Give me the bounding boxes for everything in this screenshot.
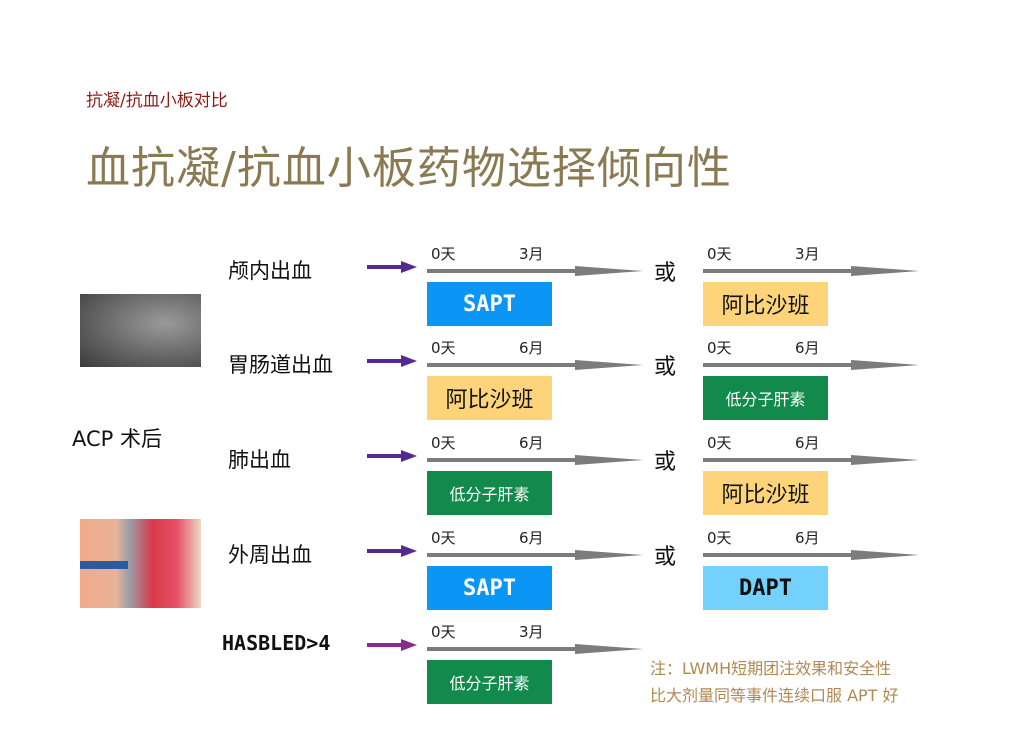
timeline-start-label: 0天 bbox=[707, 245, 732, 263]
pointer-arrow bbox=[367, 261, 417, 273]
timeline-start-label: 0天 bbox=[431, 623, 456, 641]
bleeding-type-label: 颅内出血 bbox=[228, 259, 312, 283]
bleeding-type-label: 外周出血 bbox=[228, 543, 312, 567]
pointer-arrow bbox=[367, 355, 417, 367]
drug-label: 低分子肝素 bbox=[725, 390, 806, 409]
drug-box: 阿比沙班 bbox=[703, 282, 828, 326]
timeline-arrow bbox=[427, 455, 643, 465]
slide-subtitle: 抗凝/抗血小板对比 bbox=[86, 91, 228, 111]
pointer-arrow bbox=[367, 639, 417, 651]
footnote-line-1: 注：LWMH短期团注效果和安全性 bbox=[650, 659, 892, 678]
timeline-arrow bbox=[703, 360, 919, 370]
drug-label: 低分子肝素 bbox=[449, 485, 530, 504]
timeline-arrow bbox=[427, 550, 643, 560]
drug-label: 阿比沙班 bbox=[445, 388, 534, 413]
slide-title: 血抗凝/抗血小板药物选择倾向性 bbox=[86, 143, 732, 194]
drug-label: DAPT bbox=[739, 575, 792, 601]
timeline-end-label: 6月 bbox=[795, 339, 820, 357]
timeline-arrow bbox=[703, 550, 919, 560]
footnote: 注：LWMH短期团注效果和安全性 比大剂量同等事件连续口服 APT 好 bbox=[650, 655, 899, 709]
angiography-image bbox=[80, 294, 201, 367]
timeline-arrow bbox=[427, 644, 643, 654]
side-label: ACP 术后 bbox=[72, 427, 162, 451]
timeline-end-label: 3月 bbox=[519, 245, 544, 263]
occluder-illustration bbox=[80, 519, 201, 608]
timeline-arrow bbox=[703, 455, 919, 465]
drug-label: SAPT bbox=[463, 575, 516, 601]
timeline-start-label: 0天 bbox=[707, 434, 732, 452]
timeline-arrow bbox=[703, 266, 919, 276]
timeline-end-label: 3月 bbox=[519, 623, 544, 641]
timeline-start-label: 0天 bbox=[707, 339, 732, 357]
timeline-start-label: 0天 bbox=[431, 245, 456, 263]
timeline-end-label: 3月 bbox=[795, 245, 820, 263]
drug-box: SAPT bbox=[427, 566, 552, 610]
timeline-end-label: 6月 bbox=[519, 339, 544, 357]
timeline-arrow bbox=[427, 266, 643, 276]
drug-box: 低分子肝素 bbox=[703, 376, 828, 420]
drug-label: 低分子肝素 bbox=[449, 674, 530, 693]
bleeding-type-label: HASBLED>4 bbox=[222, 631, 331, 655]
drug-box: 阿比沙班 bbox=[703, 471, 828, 515]
or-label: 或 bbox=[654, 261, 677, 286]
drug-label: 阿比沙班 bbox=[721, 294, 810, 319]
drug-label: 阿比沙班 bbox=[721, 483, 810, 508]
timeline-end-label: 6月 bbox=[519, 529, 544, 547]
footnote-line-2: 比大剂量同等事件连续口服 APT 好 bbox=[650, 686, 899, 705]
timeline-start-label: 0天 bbox=[707, 529, 732, 547]
timeline-arrow bbox=[427, 360, 643, 370]
timeline-start-label: 0天 bbox=[431, 529, 456, 547]
bleeding-type-label: 肺出血 bbox=[228, 448, 291, 472]
timeline-end-label: 6月 bbox=[795, 529, 820, 547]
or-label: 或 bbox=[654, 355, 677, 380]
pointer-arrow bbox=[367, 545, 417, 557]
timeline-start-label: 0天 bbox=[431, 339, 456, 357]
timeline-end-label: 6月 bbox=[519, 434, 544, 452]
drug-box: 低分子肝素 bbox=[427, 471, 552, 515]
or-label: 或 bbox=[654, 545, 677, 570]
pointer-arrow bbox=[367, 450, 417, 462]
timeline-end-label: 6月 bbox=[795, 434, 820, 452]
drug-box: DAPT bbox=[703, 566, 828, 610]
drug-label: SAPT bbox=[463, 291, 516, 317]
bleeding-type-label: 胃肠道出血 bbox=[228, 353, 333, 377]
drug-box: SAPT bbox=[427, 282, 552, 326]
drug-box: 阿比沙班 bbox=[427, 376, 552, 420]
drug-box: 低分子肝素 bbox=[427, 660, 552, 704]
timeline-start-label: 0天 bbox=[431, 434, 456, 452]
or-label: 或 bbox=[654, 450, 677, 475]
